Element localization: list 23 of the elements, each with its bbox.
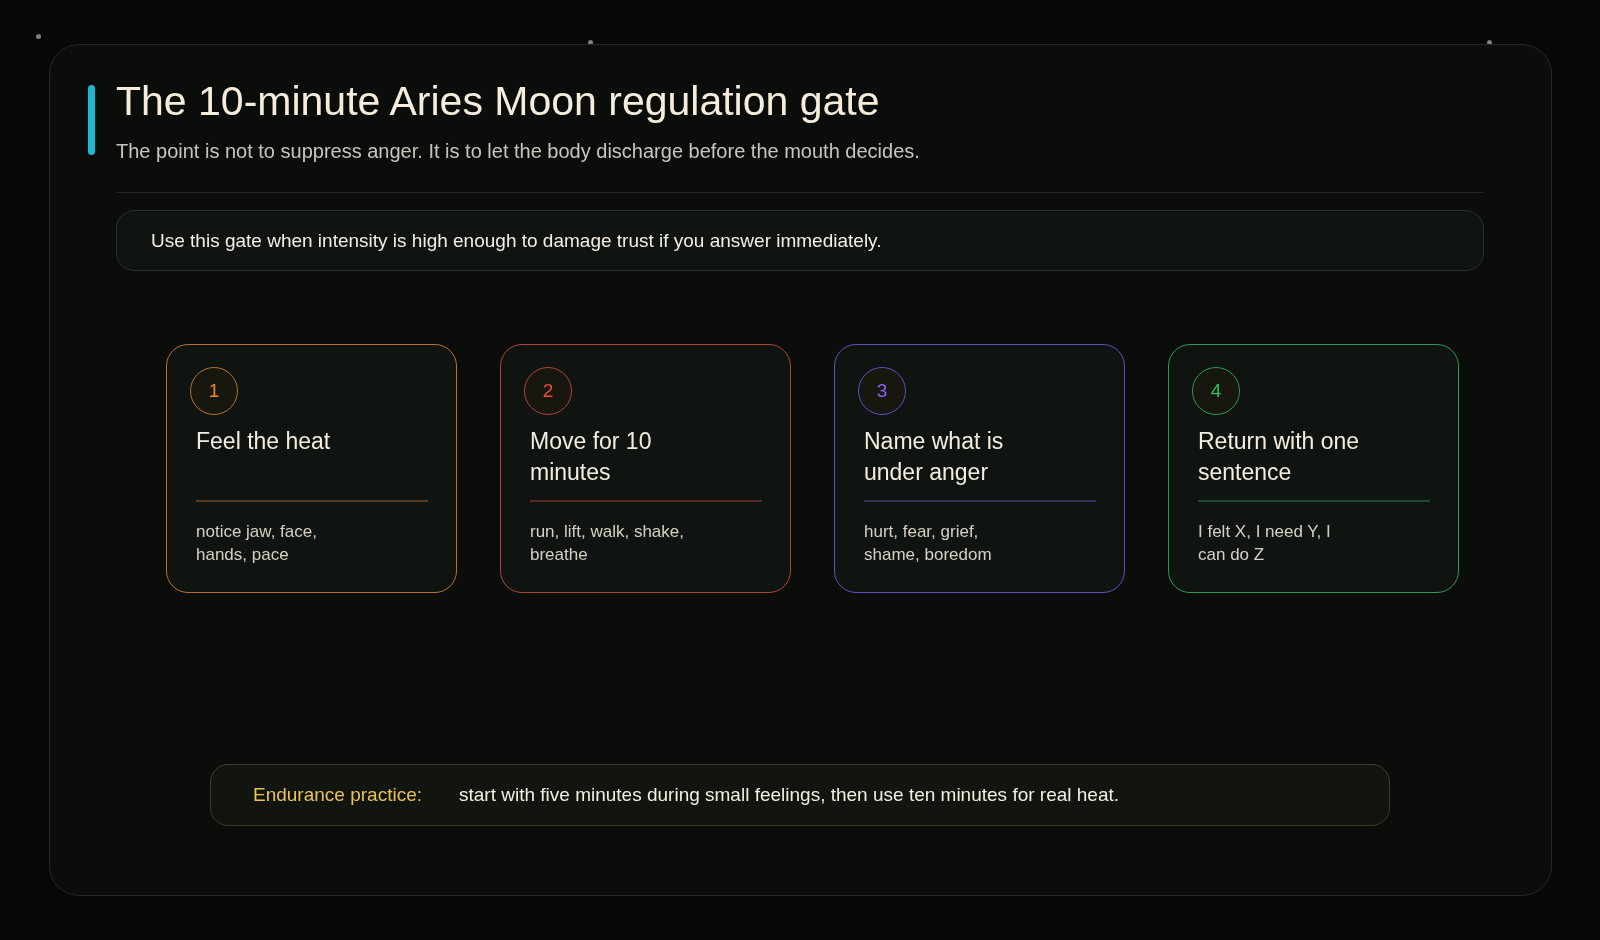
note-text: start with five minutes during small feelings, then use ten minutes for real heat. xyxy=(459,783,1120,807)
step-examples: notice jaw, face, hands, pace xyxy=(196,521,318,566)
step-examples: hurt, fear, grief, shame, boredom xyxy=(864,521,993,566)
step-examples: run, lift, walk, shake, breathe xyxy=(530,521,685,566)
title: The 10-minute Aries Moon regulation gate xyxy=(116,77,880,126)
step-heading: Name what is under anger xyxy=(864,427,1005,487)
step-heading: Return with one sentence xyxy=(1198,427,1361,487)
step-number: 2 xyxy=(524,367,572,415)
note-label: Endurance practice: xyxy=(253,783,422,807)
step-number: 4 xyxy=(1192,367,1240,415)
step-card xyxy=(166,344,457,593)
step-examples: I felt X, I need Y, I can do Z xyxy=(1198,521,1332,566)
step-card xyxy=(1168,344,1459,593)
step-number: 1 xyxy=(190,367,238,415)
info-banner xyxy=(116,210,1484,271)
step-heading: Feel the heat xyxy=(196,427,332,456)
info-text: Use this gate when intensity is high enough to damage trust if you answer immediately. xyxy=(151,228,882,253)
step-heading: Move for 10 minutes xyxy=(530,427,653,487)
note-banner xyxy=(210,764,1390,826)
step-number: 3 xyxy=(858,367,906,415)
step-card xyxy=(500,344,791,593)
step-card xyxy=(834,344,1125,593)
subtitle: The point is not to suppress anger. It is to let the body discharge before the mouth decides. xyxy=(116,139,920,163)
